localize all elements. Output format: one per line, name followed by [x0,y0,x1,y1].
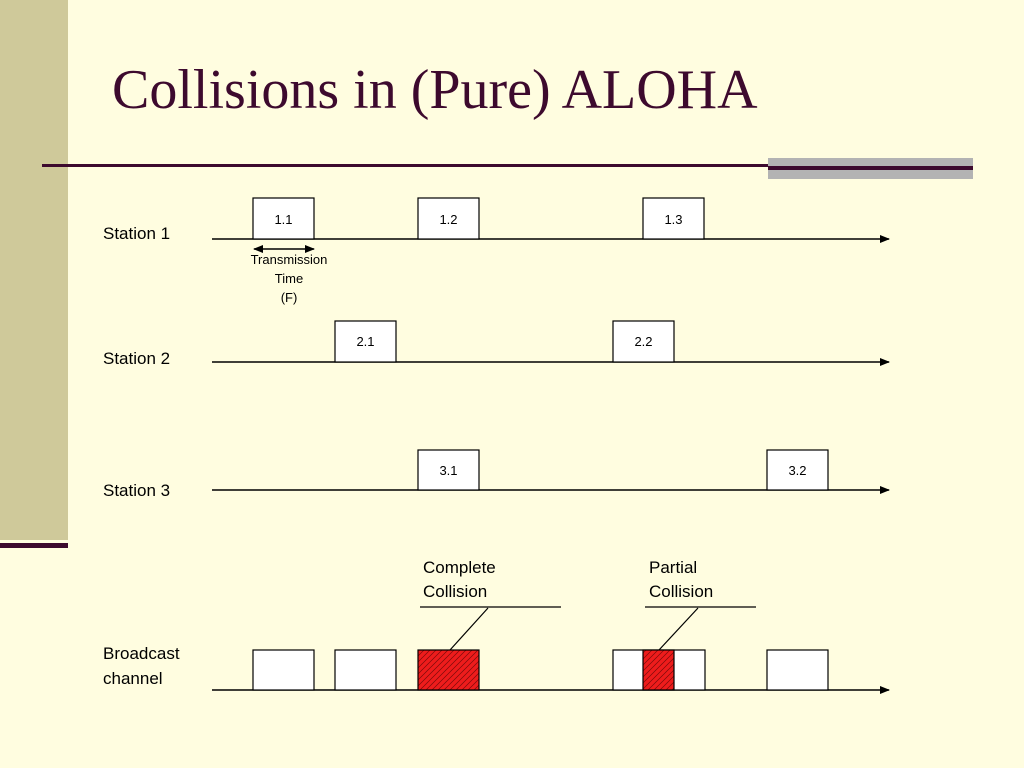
complete-collision-leader [449,607,489,651]
partial-collision-leader [658,607,699,651]
frame-1-1: 1.1 [252,197,315,240]
frame-3-2: 3.2 [766,449,829,491]
frame-label: 2.1 [356,334,374,349]
partial-collision-overlap [642,649,675,691]
side-bar [0,0,68,540]
title-rule [42,164,972,167]
partial-collision-line1: Partial [649,558,697,577]
side-bar-rule [0,543,68,548]
frame-label: 3.2 [788,463,806,478]
transmission-time-line1: Transmission [251,252,328,267]
title-rule-accent-line [768,166,973,170]
station-1-label: Station 1 [103,224,170,243]
frame-2-1: 2.1 [334,320,397,363]
frame-label: 2.2 [634,334,652,349]
station-2-row: Station 2 2.1 2.2 [103,320,890,368]
broadcast-label-line2: channel [103,669,163,688]
frame-1-2: 1.2 [417,197,480,240]
broadcast-channel-row: Broadcast channel [103,644,890,694]
station-2-label: Station 2 [103,349,170,368]
channel-frame-1-1 [252,649,315,691]
partial-collision-annotation: Partial Collision [645,558,756,651]
frame-1-3: 1.3 [642,197,705,240]
frame-3-1: 3.1 [417,449,480,491]
partial-collision-line2: Collision [649,582,713,601]
station-3-label: Station 3 [103,481,170,500]
channel-frame-3-2 [766,649,829,691]
complete-collision-annotation: Complete Collision [420,558,561,651]
slide-title: Collisions in (Pure) ALOHA [112,59,758,121]
station-1-row: Station 1 1.1 1.2 1.3 Transmission Time … [103,197,890,305]
complete-collision-line1: Complete [423,558,496,577]
broadcast-label-line1: Broadcast [103,644,180,663]
complete-collision-line2: Collision [423,582,487,601]
frame-2-2: 2.2 [612,320,675,363]
transmission-time-line3: (F) [281,290,298,305]
station-3-row: Station 3 3.1 3.2 [103,449,890,500]
channel-frame-2-1 [334,649,397,691]
transmission-time-line2: Time [275,271,303,286]
frame-label: 1.2 [439,212,457,227]
complete-collision-block [417,649,480,691]
frame-label: 1.3 [664,212,682,227]
frame-label: 3.1 [439,463,457,478]
frame-label: 1.1 [274,212,292,227]
